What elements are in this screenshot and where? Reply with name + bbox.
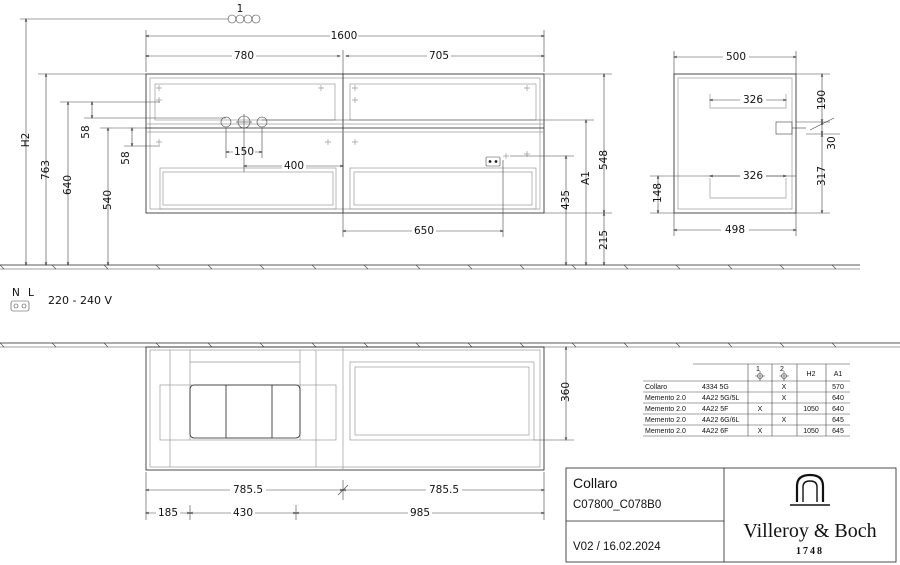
dim-215: 215 xyxy=(598,230,610,250)
svg-text:Memento 2.0: Memento 2.0 xyxy=(645,417,686,424)
title-block: Collaro C07800_C078B0 V02 / 16.02.2024 V… xyxy=(565,467,897,563)
dim-side-190: 190 xyxy=(816,90,828,110)
table-row: Collaro 4334 5G X 570 xyxy=(645,384,844,391)
svg-text:X: X xyxy=(782,395,787,402)
dim-right-width: 705 xyxy=(429,50,449,62)
svg-text:Memento 2.0: Memento 2.0 xyxy=(645,406,686,413)
dim-side-30: 30 xyxy=(826,136,838,149)
table-row: Memento 2.0 4A22 5G/5L X 640 xyxy=(645,395,844,402)
dim-785-right: 785.5 xyxy=(429,484,459,496)
svg-text:645: 645 xyxy=(832,417,844,424)
table-row: Memento 2.0 4A22 6G/6L X 645 xyxy=(645,417,844,424)
dim-side-inner-bottom: 326 xyxy=(743,170,763,182)
svg-text:4A22 5F: 4A22 5F xyxy=(702,406,728,413)
table-header-1: 1 xyxy=(755,366,765,381)
label-l: L xyxy=(28,287,34,299)
socket-icon xyxy=(10,300,30,312)
table-header-2: 2 xyxy=(779,366,789,381)
compatibility-table: 1 2 H2 A1 Collaro 4334 5G X 570 Memento … xyxy=(643,363,850,437)
dim-58-lower: 58 xyxy=(120,151,132,164)
plan-view: 360 785.5 785.5 185 430 985 xyxy=(0,342,900,520)
side-view: 500 326 326 190 30 317 148 xyxy=(650,50,840,236)
dim-985: 985 xyxy=(410,507,430,519)
product-name: Collaro xyxy=(573,475,618,491)
table-row: Memento 2.0 4A22 5F X 1050 640 xyxy=(645,406,844,413)
dim-763: 763 xyxy=(40,160,52,180)
dim-360: 360 xyxy=(560,382,572,402)
table-row: Memento 2.0 4A22 6F X 1050 645 xyxy=(645,428,844,435)
svg-text:640: 640 xyxy=(832,395,844,402)
svg-text:4A22 6F: 4A22 6F xyxy=(702,428,728,435)
svg-text:X: X xyxy=(758,406,763,413)
version-date: V02 / 16.02.2024 xyxy=(573,541,661,553)
svg-text:Collaro: Collaro xyxy=(645,384,667,391)
variant-symbol: 1 xyxy=(20,3,261,24)
dim-540: 540 xyxy=(102,190,114,210)
dim-640: 640 xyxy=(62,175,74,195)
svg-text:645: 645 xyxy=(832,428,844,435)
electrical-info: N L 220 - 240 V xyxy=(10,287,112,312)
dim-h2: H2 xyxy=(20,133,32,148)
svg-text:1050: 1050 xyxy=(803,406,819,413)
dim-side-317: 317 xyxy=(816,166,828,186)
svg-text:4A22 6G/6L: 4A22 6G/6L xyxy=(702,417,739,424)
product-code: C07800_C078B0 xyxy=(573,499,661,511)
svg-text:4334 5G: 4334 5G xyxy=(702,384,729,391)
dim-side-width-top: 500 xyxy=(726,51,746,63)
brand-name: Villeroy & Boch xyxy=(743,520,876,542)
svg-text:X: X xyxy=(758,428,763,435)
dim-430: 430 xyxy=(233,507,253,519)
dim-a1: A1 xyxy=(580,171,592,185)
dim-side-inner-top: 326 xyxy=(743,94,763,106)
brand-year: 1748 xyxy=(796,546,824,557)
svg-text:2: 2 xyxy=(780,366,784,373)
dim-435: 435 xyxy=(560,190,572,210)
dim-650: 650 xyxy=(414,225,434,237)
dim-185: 185 xyxy=(158,507,178,519)
dim-58-upper: 58 xyxy=(80,125,92,138)
dim-left-width: 780 xyxy=(234,50,254,62)
voltage-label: 220 - 240 V xyxy=(48,294,112,307)
dim-side-148: 148 xyxy=(652,183,664,203)
dim-side-width-bottom: 498 xyxy=(725,224,745,236)
svg-text:4A22 5G/5L: 4A22 5G/5L xyxy=(702,395,739,402)
svg-text:X: X xyxy=(782,417,787,424)
floor-line-top xyxy=(0,264,860,270)
table-header-h2: H2 xyxy=(807,371,816,378)
brand-logo-icon xyxy=(790,473,830,506)
label-n: N xyxy=(12,287,20,299)
dim-total-width: 1600 xyxy=(331,30,358,42)
svg-text:1: 1 xyxy=(756,366,760,373)
svg-text:X: X xyxy=(782,384,787,391)
svg-text:Memento 2.0: Memento 2.0 xyxy=(645,428,686,435)
dim-400: 400 xyxy=(284,160,304,172)
svg-text:1050: 1050 xyxy=(803,428,819,435)
table-header-a1: A1 xyxy=(834,371,843,378)
front-view: 1600 780 705 xyxy=(20,19,612,265)
svg-text:Memento 2.0: Memento 2.0 xyxy=(645,395,686,402)
dim-785-left: 785.5 xyxy=(233,484,263,496)
svg-text:640: 640 xyxy=(832,406,844,413)
variant-number: 1 xyxy=(237,3,244,15)
dim-548: 548 xyxy=(598,150,610,170)
svg-text:570: 570 xyxy=(832,384,844,391)
